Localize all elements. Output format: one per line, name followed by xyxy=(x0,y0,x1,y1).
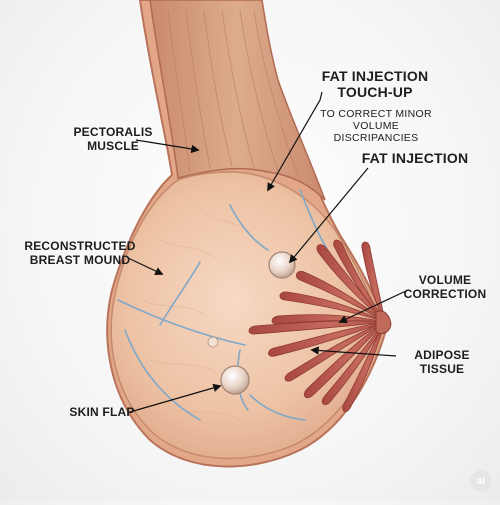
arrow-fat-injection xyxy=(288,167,369,264)
leader-arrows xyxy=(127,91,409,413)
fat-nodule-small xyxy=(207,336,219,348)
muscle-fibers xyxy=(167,9,301,183)
label-pectoralis-line1: PECTORALIS xyxy=(73,125,153,139)
nipple xyxy=(375,310,392,335)
label-fat-injection-text: FAT INJECTION xyxy=(361,150,469,166)
label-volume-line2: CORRECTION xyxy=(403,286,487,301)
label-reconstructed-line2: BREAST MOUND xyxy=(29,252,131,267)
label-touchup-note-line1: TO CORRECT MINOR xyxy=(320,108,432,120)
label-volume-line1: VOLUME xyxy=(418,273,472,287)
label-touchup-line1: FAT INJECTION xyxy=(321,68,429,84)
label-pectoralis-line2: MUSCLE xyxy=(87,138,139,153)
watermark-badge: ai xyxy=(470,470,492,492)
arrow-skin-flap xyxy=(129,383,222,413)
label-fat-injection: FAT INJECTION xyxy=(360,150,470,166)
label-reconstructed-line1: RECONSTRUCTED xyxy=(24,239,136,253)
label-touchup-note-line2: VOLUME DISCRIPANCIES xyxy=(333,120,419,145)
label-fat-injection-touchup: FAT INJECTION TOUCH-UP xyxy=(320,68,430,100)
fat-nodule-upper xyxy=(268,251,296,279)
arrow-adipose xyxy=(310,346,397,357)
label-volume-correction: VOLUME CORRECTION xyxy=(400,273,490,302)
arrow-pectoralis xyxy=(135,139,200,154)
label-adipose-tissue: ADIPOSE TISSUE xyxy=(392,348,492,377)
arrow-reconstructed xyxy=(127,257,164,275)
label-skin-flap: SKIN FLAP xyxy=(62,405,142,420)
watermark-text: ai xyxy=(476,475,486,487)
arrow-touchup xyxy=(267,91,323,192)
label-touchup-note: TO CORRECT MINOR VOLUME DISCRIPANCIES xyxy=(316,108,436,144)
arrow-volume xyxy=(338,289,409,323)
label-touchup-line2: TOUCH-UP xyxy=(337,84,413,101)
fat-nodule-lower xyxy=(220,365,250,395)
label-reconstructed-breast-mound: RECONSTRUCTED BREAST MOUND xyxy=(20,239,140,268)
label-pectoralis-muscle: PECTORALIS MUSCLE xyxy=(68,125,158,154)
label-skin-flap-text: SKIN FLAP xyxy=(69,405,135,419)
label-adipose-text: ADIPOSE TISSUE xyxy=(414,348,470,376)
